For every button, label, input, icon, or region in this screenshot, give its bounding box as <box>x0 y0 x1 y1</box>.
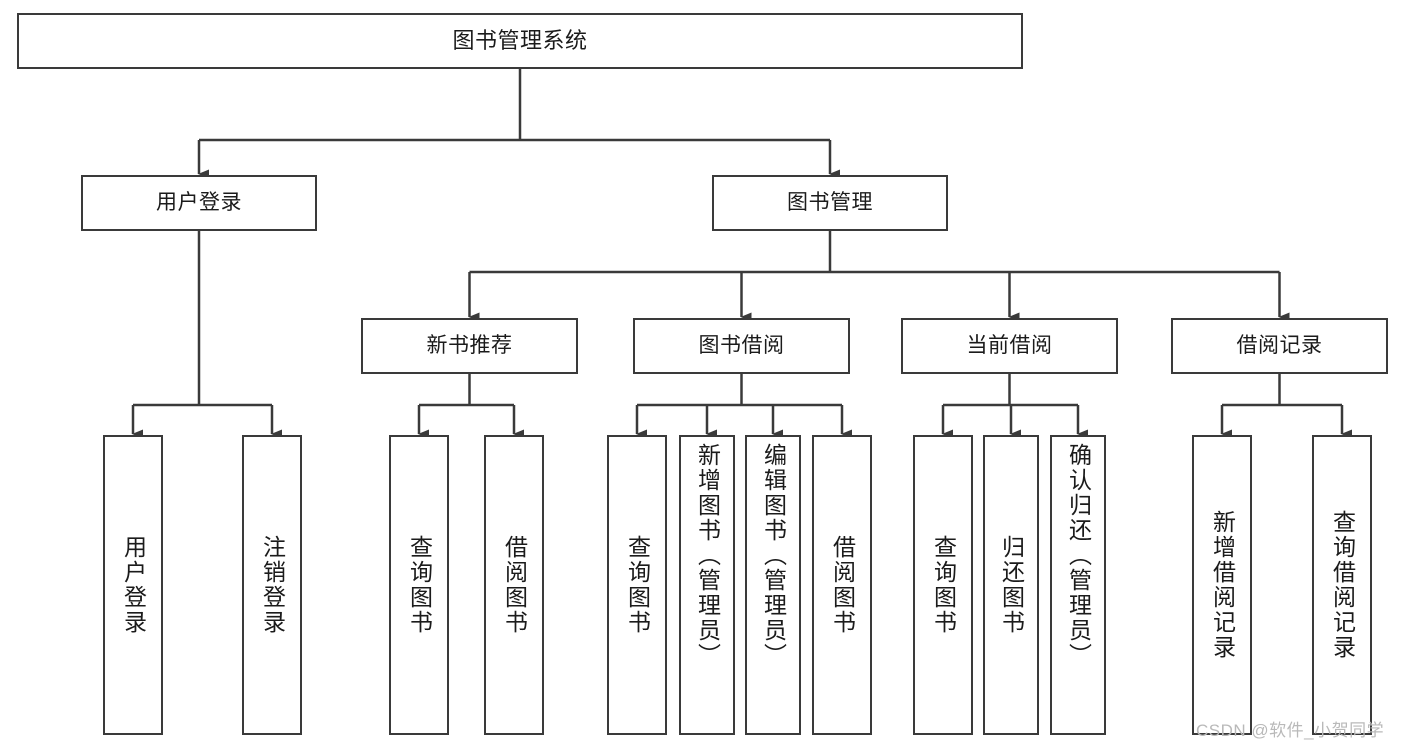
node-label: 新书推荐 <box>426 334 513 358</box>
node-label: 确认归还（管理员） <box>1065 443 1092 668</box>
node-leaf-edit-book[interactable]: 编辑图书（管理员） <box>745 435 801 735</box>
node-book-manage[interactable]: 图书管理 <box>712 175 948 231</box>
node-label: 图书借阅 <box>698 334 785 358</box>
node-label: 当前借阅 <box>966 334 1053 358</box>
node-book-borrow[interactable]: 图书借阅 <box>633 318 850 374</box>
node-label: 注销登录 <box>259 535 286 635</box>
node-label: 图书管理 <box>787 191 873 215</box>
node-leaf-add-book[interactable]: 新增图书（管理员） <box>679 435 735 735</box>
node-label: 查询图书 <box>406 535 433 635</box>
node-label: 借阅图书 <box>829 535 856 635</box>
node-user-login[interactable]: 用户登录 <box>81 175 317 231</box>
node-leaf-return-book[interactable]: 归还图书 <box>983 435 1039 735</box>
node-leaf-query-book-1[interactable]: 查询图书 <box>389 435 449 735</box>
edge-group <box>131 69 1352 439</box>
node-new-book-recommend[interactable]: 新书推荐 <box>361 318 578 374</box>
node-label: 借阅图书 <box>501 535 528 635</box>
node-root[interactable]: 图书管理系统 <box>17 13 1023 69</box>
node-label: 借阅记录 <box>1236 334 1323 358</box>
node-current-borrow[interactable]: 当前借阅 <box>901 318 1118 374</box>
node-label: 新增借阅记录 <box>1209 510 1236 660</box>
node-label: 查询借阅记录 <box>1329 510 1356 660</box>
node-leaf-borrow-book-2[interactable]: 借阅图书 <box>812 435 872 735</box>
node-label: 新增图书（管理员） <box>694 443 721 668</box>
node-leaf-borrow-book-1[interactable]: 借阅图书 <box>484 435 544 735</box>
node-leaf-query-borrow-record[interactable]: 查询借阅记录 <box>1312 435 1372 735</box>
node-label: 归还图书 <box>998 535 1025 635</box>
node-label: 查询图书 <box>930 535 957 635</box>
csdn-watermark: CSDN @软件_小贺同学 <box>1196 721 1385 740</box>
node-label: 用户登录 <box>120 535 147 635</box>
node-leaf-query-book-3[interactable]: 查询图书 <box>913 435 973 735</box>
node-label: 编辑图书（管理员） <box>760 443 787 668</box>
node-leaf-confirm-return[interactable]: 确认归还（管理员） <box>1050 435 1106 735</box>
node-leaf-query-book-2[interactable]: 查询图书 <box>607 435 667 735</box>
node-borrow-record[interactable]: 借阅记录 <box>1171 318 1388 374</box>
node-label: 查询图书 <box>624 535 651 635</box>
node-label: 用户登录 <box>156 191 242 215</box>
node-leaf-user-login[interactable]: 用户登录 <box>103 435 163 735</box>
node-leaf-user-logout[interactable]: 注销登录 <box>242 435 302 735</box>
node-leaf-add-borrow-record[interactable]: 新增借阅记录 <box>1192 435 1252 735</box>
node-label: 图书管理系统 <box>452 27 588 53</box>
